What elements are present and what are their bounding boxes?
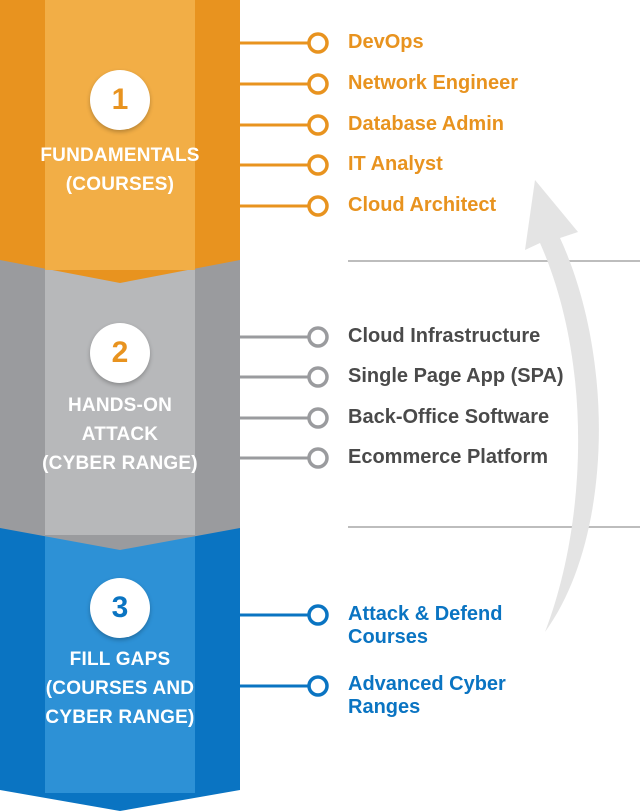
connector-dot bbox=[307, 154, 329, 176]
stage-1-number: 1 bbox=[90, 70, 150, 130]
stage-1-title: FUNDAMENTALS (COURSES) bbox=[0, 141, 240, 199]
stage-2-highlight bbox=[45, 265, 195, 535]
stage-3-title: FILL GAPS (COURSES AND CYBER RANGE) bbox=[0, 645, 240, 732]
connector-dot bbox=[307, 195, 329, 217]
stage-3-number: 3 bbox=[90, 578, 150, 638]
stage-2-connectors bbox=[240, 326, 329, 469]
stage-2-title-line: (CYBER RANGE) bbox=[42, 453, 198, 474]
stage-1-title-line: FUNDAMENTALS bbox=[40, 145, 200, 166]
connector-dot bbox=[307, 366, 329, 388]
connector-dot bbox=[307, 73, 329, 95]
stage-3-title-line: CYBER RANGE) bbox=[45, 707, 195, 728]
stage-1-title-line: (COURSES) bbox=[65, 174, 175, 195]
stage-3-connectors bbox=[240, 604, 329, 697]
stage-2-item: Single Page App (SPA) bbox=[348, 365, 564, 387]
stage-3-highlight bbox=[45, 528, 195, 793]
stage-1-item: Cloud Architect bbox=[348, 194, 497, 216]
connector-dot bbox=[307, 114, 329, 136]
stage-1-item: Network Engineer bbox=[348, 72, 519, 94]
stage-2-item: Ecommerce Platform bbox=[348, 446, 549, 468]
return-arrow bbox=[525, 180, 599, 632]
stage-2-title: HANDS-ON ATTACK (CYBER RANGE) bbox=[0, 391, 240, 478]
connector-dot bbox=[307, 326, 329, 348]
stage-3-title-line: FILL GAPS bbox=[69, 649, 171, 670]
stage-1-highlight bbox=[45, 0, 195, 270]
stage-3-item-line: Advanced Cyber bbox=[348, 673, 506, 695]
stage-1-item: IT Analyst bbox=[348, 153, 443, 175]
connector-dot bbox=[307, 32, 329, 54]
stage-3-item-line: Courses bbox=[348, 626, 429, 648]
stage-3-item-line: Ranges bbox=[348, 696, 421, 718]
stage-3-title-line: (COURSES AND bbox=[45, 678, 195, 699]
stage-2-title-line: HANDS-ON bbox=[68, 395, 172, 416]
stage-1-item: Database Admin bbox=[348, 113, 504, 135]
stage-2-title-line: ATTACK bbox=[81, 424, 159, 445]
connector-dot bbox=[307, 675, 329, 697]
stage-3-item: Attack & Defend Courses bbox=[348, 603, 502, 649]
stage-2-number: 2 bbox=[90, 323, 150, 383]
stage-1-item: DevOps bbox=[348, 31, 424, 53]
connector-dot bbox=[307, 407, 329, 429]
stage-1-connectors bbox=[240, 32, 329, 217]
stage-2-item: Cloud Infrastructure bbox=[348, 325, 541, 347]
stage-3-item-line: Attack & Defend bbox=[348, 603, 503, 625]
stage-2-item: Back-Office Software bbox=[348, 406, 550, 428]
stage-3-item: Advanced Cyber Ranges bbox=[348, 673, 506, 719]
connector-dot bbox=[307, 604, 329, 626]
connector-dot bbox=[307, 447, 329, 469]
